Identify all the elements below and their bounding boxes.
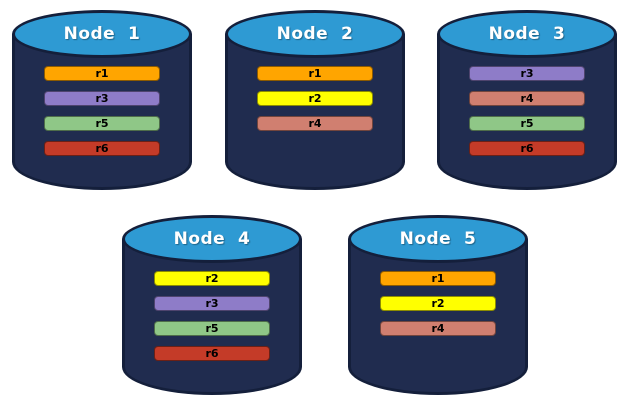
replica-list: r3 r4 r5 r6 (469, 66, 585, 156)
cylinder-body (12, 34, 192, 190)
cylinder-top: Node 1 (12, 10, 192, 58)
replica-bar: r4 (469, 91, 585, 106)
replica-bar: r4 (257, 116, 373, 131)
cylinder-top: Node 5 (348, 215, 528, 263)
node-cylinder-1: Node 1 r1 r3 r5 r6 (12, 10, 192, 190)
replica-bar: r1 (44, 66, 160, 81)
cylinder-body (348, 239, 528, 395)
replica-bar: r2 (380, 296, 496, 311)
replica-bar: r1 (380, 271, 496, 286)
node-label: Node 3 (488, 24, 566, 44)
cylinder-body (225, 34, 405, 190)
node-label: Node 5 (399, 229, 477, 249)
replica-bar: r6 (44, 141, 160, 156)
replica-bar: r3 (469, 66, 585, 81)
replica-list: r1 r2 r4 (380, 271, 496, 336)
replica-bar: r2 (154, 271, 270, 286)
replica-bar: r5 (469, 116, 585, 131)
replica-list: r1 r2 r4 (257, 66, 373, 131)
node-cylinder-5: Node 5 r1 r2 r4 (348, 215, 528, 395)
replica-bar: r3 (154, 296, 270, 311)
replica-list: r2 r3 r5 r6 (154, 271, 270, 361)
replica-bar: r3 (44, 91, 160, 106)
cylinder-body (437, 34, 617, 190)
replica-bar: r5 (154, 321, 270, 336)
node-cylinder-2: Node 2 r1 r2 r4 (225, 10, 405, 190)
replica-bar: r5 (44, 116, 160, 131)
node-cylinder-3: Node 3 r3 r4 r5 r6 (437, 10, 617, 190)
node-cylinder-4: Node 4 r2 r3 r5 r6 (122, 215, 302, 395)
replica-list: r1 r3 r5 r6 (44, 66, 160, 156)
cylinder-top: Node 3 (437, 10, 617, 58)
replica-bar: r6 (469, 141, 585, 156)
node-label: Node 2 (276, 24, 354, 44)
node-label: Node 4 (173, 229, 251, 249)
replica-bar: r2 (257, 91, 373, 106)
replica-bar: r4 (380, 321, 496, 336)
replica-bar: r1 (257, 66, 373, 81)
cylinder-top: Node 2 (225, 10, 405, 58)
node-label: Node 1 (63, 24, 141, 44)
cylinder-top: Node 4 (122, 215, 302, 263)
replica-bar: r6 (154, 346, 270, 361)
cylinder-body (122, 239, 302, 395)
